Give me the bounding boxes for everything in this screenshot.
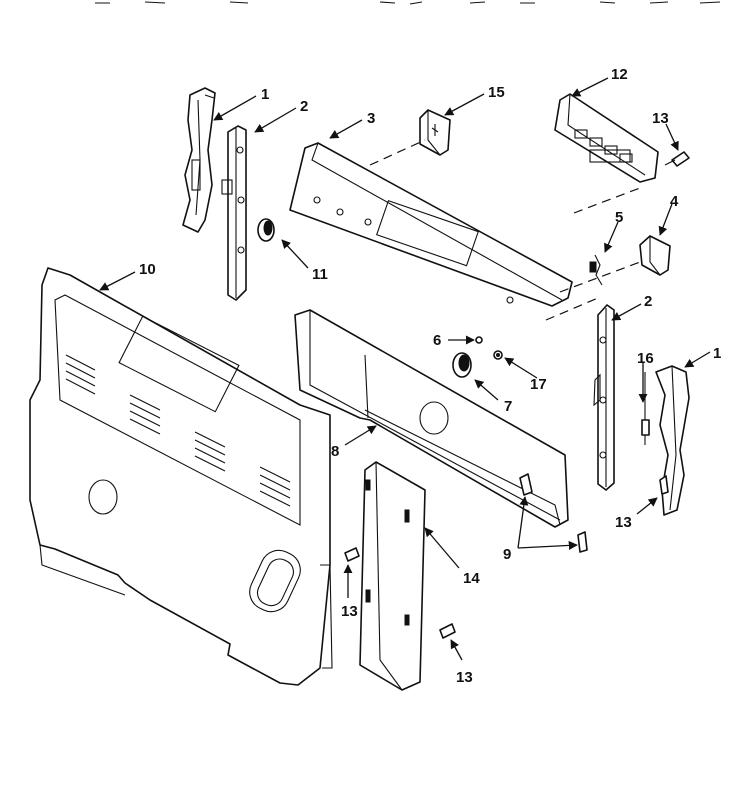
- callout-7: 7: [504, 398, 512, 415]
- callout-2-right: 2: [644, 293, 652, 310]
- callout-9: 9: [503, 546, 511, 563]
- leader-lines: [99, 77, 711, 661]
- callout-6: 6: [433, 332, 441, 349]
- callout-labels: 1 2 3 15 12 13 4 5 10 11 2 1 6 16 17 7 8…: [139, 66, 721, 686]
- part-17-clip: [493, 350, 503, 360]
- callout-17: 17: [530, 376, 547, 393]
- part-2-right-bracket: [593, 304, 615, 491]
- part-16-pin: [641, 372, 650, 445]
- callout-10: 10: [139, 261, 156, 278]
- callout-15: 15: [488, 84, 505, 101]
- part-10-back-panel: [29, 267, 333, 686]
- callout-13-left: 13: [341, 603, 358, 620]
- part-11-knob: [257, 218, 275, 242]
- part-15-switch: [419, 109, 451, 156]
- part-13-screw-top: [664, 151, 690, 167]
- callout-13-bottom: 13: [456, 669, 473, 686]
- callout-13-right: 13: [615, 514, 632, 531]
- part-14-vertical-channel: [359, 461, 426, 691]
- part-4-switch: [639, 235, 671, 276]
- part-1-right-end-cap: [655, 365, 690, 516]
- part-2-left-bracket: [221, 125, 247, 301]
- cropped-top-edge-fragments: [95, 1, 721, 5]
- callout-5: 5: [615, 209, 623, 226]
- part-13-screw-right: [659, 475, 669, 495]
- callout-14: 14: [463, 570, 480, 587]
- callout-12: 12: [611, 66, 628, 83]
- callout-2-left: 2: [300, 98, 308, 115]
- callout-3: 3: [367, 110, 375, 127]
- part-3-control-panel: [289, 142, 573, 307]
- part-13-screw-left: [344, 547, 360, 562]
- part-6-washer: [475, 336, 483, 344]
- part-13-screw-bottom: [439, 623, 456, 639]
- part-1-left-end-cap: [182, 87, 216, 233]
- part-9-screws: [519, 473, 588, 553]
- part-8-trim-channel: [294, 309, 569, 528]
- callout-8: 8: [331, 443, 339, 460]
- part-12-electronic-control: [554, 93, 659, 183]
- callout-1-right: 1: [713, 345, 721, 362]
- callout-13-top: 13: [652, 110, 669, 127]
- callout-16: 16: [637, 350, 654, 367]
- alignment-lines: [369, 139, 641, 321]
- part-5-harness-clip: [589, 254, 603, 286]
- callout-1-left: 1: [261, 86, 269, 103]
- callout-4: 4: [670, 193, 679, 210]
- part-7-knob: [452, 352, 472, 378]
- callout-11: 11: [312, 266, 328, 283]
